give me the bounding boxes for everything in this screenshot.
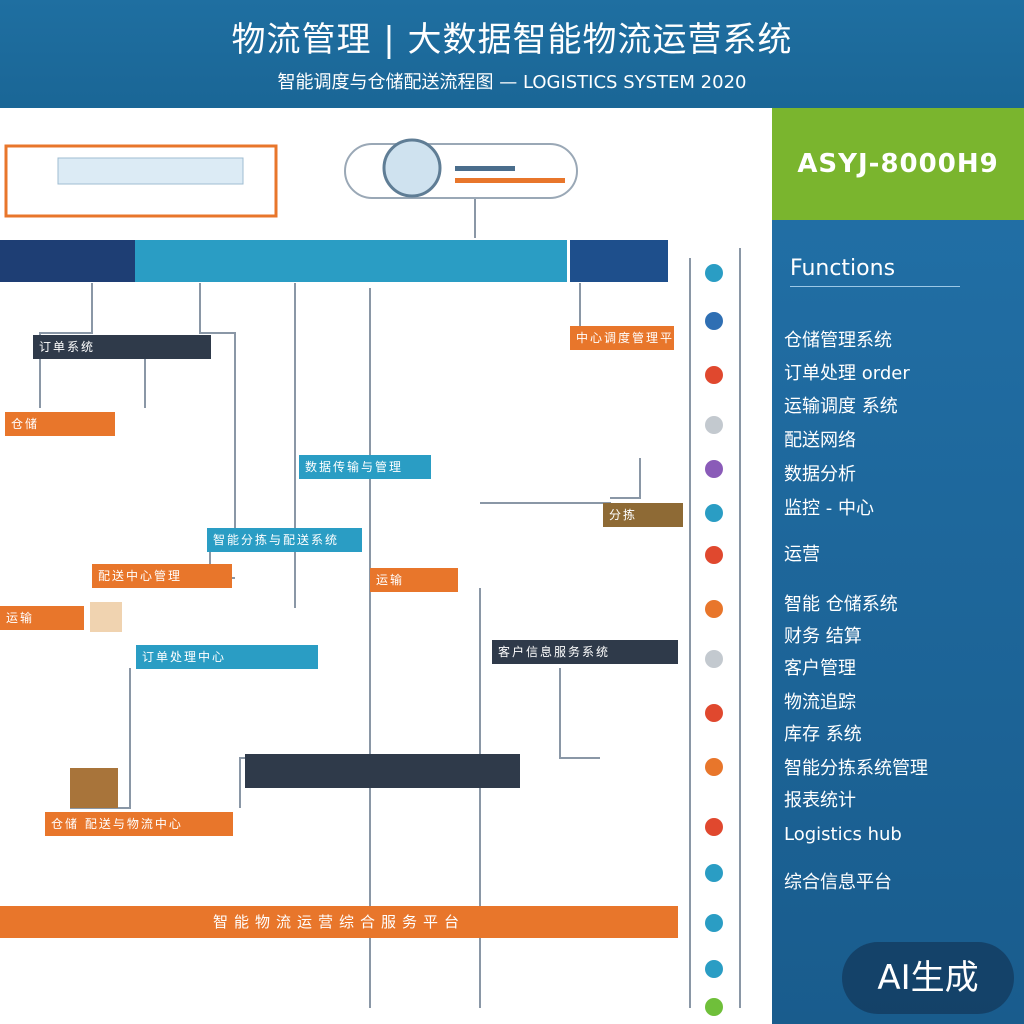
- header-bar: 物流管理 | 大数据智能物流运营系统 智能调度与仓储配送流程图 — LOGIST…: [0, 0, 1024, 108]
- sidebar-item: 仓储管理系统: [784, 330, 892, 351]
- sidebar-item: 智能分拣系统管理: [784, 758, 928, 779]
- status-dot: [705, 546, 723, 564]
- status-dot: [705, 650, 723, 668]
- diagram-box-transport-a: 运输: [370, 568, 458, 592]
- diagram-box-logistics-center: 仓储 配送与物流中心: [45, 812, 233, 836]
- status-dot: [705, 366, 723, 384]
- sidebar-item: 运输调度 系统: [784, 396, 898, 417]
- diagram-box-data-transfer: 数据传输与管理: [299, 455, 431, 479]
- status-dot: [705, 998, 723, 1016]
- sidebar-item: 监控 - 中心: [784, 498, 874, 519]
- sidebar-item: 订单处理 order: [784, 363, 910, 384]
- status-dot: [705, 818, 723, 836]
- sidebar-model-badge: ASYJ-8000H9: [772, 108, 1024, 220]
- status-dot: [705, 416, 723, 434]
- sidebar-item: 配送网络: [784, 430, 856, 451]
- diagram-box-sorting-delivery: 智能分拣与配送系统: [207, 528, 362, 552]
- sidebar-heading: Functions: [790, 256, 896, 281]
- diagram-box-distribution-center: 配送中心管理: [92, 564, 232, 588]
- diagram-box-order-center: 订单处理中心: [136, 645, 318, 669]
- flow-connectors: [0, 138, 741, 1008]
- diagram-box-integrated-platform: 智能物流运营综合服务平台: [0, 906, 678, 938]
- diagram-box-order-system: 订单系统: [33, 335, 211, 359]
- status-dot: [705, 704, 723, 722]
- sidebar-item: 物流追踪: [784, 692, 856, 713]
- page-subtitle: 智能调度与仓储配送流程图 — LOGISTICS SYSTEM 2020: [277, 72, 747, 93]
- status-dot: [705, 960, 723, 978]
- sidebar-item: 运营: [784, 544, 820, 565]
- page-title: 物流管理 | 大数据智能物流运营系统: [231, 20, 793, 60]
- sidebar-item: 综合信息平台: [784, 872, 892, 893]
- diagram-box-transport-b: 运输: [0, 606, 84, 630]
- status-dot: [705, 312, 723, 330]
- status-dot: [705, 504, 723, 522]
- status-dot: [705, 914, 723, 932]
- ai-generated-badge: AI生成: [842, 942, 1014, 1014]
- sidebar: ASYJ-8000H9 Functions 仓储管理系统订单处理 order 运输…: [772, 108, 1024, 1024]
- diagram-box-dispatch-platform: 中心调度管理平台: [570, 326, 674, 350]
- status-dot: [705, 864, 723, 882]
- status-dot: [705, 758, 723, 776]
- diagram-box-customer-info: 客户信息服务系统: [492, 640, 678, 664]
- sidebar-item: 库存 系统: [784, 724, 862, 745]
- sidebar-item: 客户管理: [784, 658, 856, 679]
- status-dot: [705, 264, 723, 282]
- sidebar-item: Logistics hub: [784, 824, 902, 845]
- sidebar-item: 智能 仓储系统: [784, 594, 898, 615]
- diagram-box-sorting: 分拣: [603, 503, 683, 527]
- sidebar-item: 财务 结算: [784, 626, 862, 647]
- sidebar-divider: [790, 286, 960, 287]
- status-dot: [705, 600, 723, 618]
- diagram-canvas: 订单系统 中心调度管理平台 仓储 数据传输与管理 分拣 智能分拣与配送系统 配送…: [0, 108, 772, 1024]
- diagram-box-warehouse: 仓储: [5, 412, 115, 436]
- sidebar-item: 报表统计: [784, 790, 856, 811]
- status-dot: [705, 460, 723, 478]
- sidebar-item: 数据分析: [784, 464, 856, 485]
